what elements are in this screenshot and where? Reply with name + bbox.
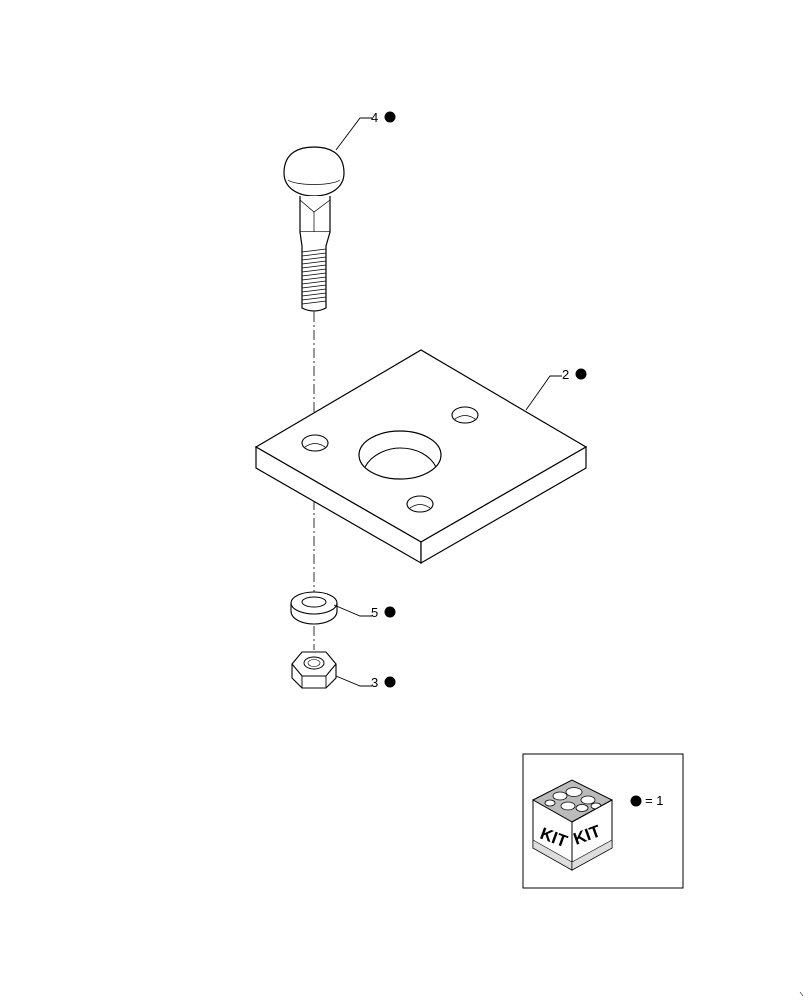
kit-legend-quantity: = 1 [645, 793, 663, 808]
kit-marker-icon [575, 368, 587, 380]
kit-box-icon: KIT KIT [531, 779, 614, 871]
callout-number-washer: 5 [371, 605, 378, 620]
callout-plate: 2 [525, 367, 587, 411]
kit-marker-icon [384, 111, 396, 123]
callout-washer: 5 [333, 604, 396, 620]
callout-number-bolt: 4 [371, 110, 378, 125]
corner-mark [799, 991, 804, 997]
kit-marker-icon [630, 795, 642, 807]
callout-number-plate: 2 [562, 367, 569, 382]
mounting-plate[interactable] [254, 349, 588, 565]
hex-nut[interactable] [291, 651, 337, 689]
carriage-bolt[interactable] [283, 146, 345, 312]
callout-nut: 3 [335, 675, 396, 690]
kit-marker-icon [384, 676, 396, 688]
kit-marker-icon [384, 606, 396, 618]
callout-bolt: 4 [335, 110, 396, 151]
washer[interactable] [290, 591, 338, 625]
kit-legend: KIT KIT = 1 [522, 753, 684, 889]
callout-number-nut: 3 [371, 675, 378, 690]
